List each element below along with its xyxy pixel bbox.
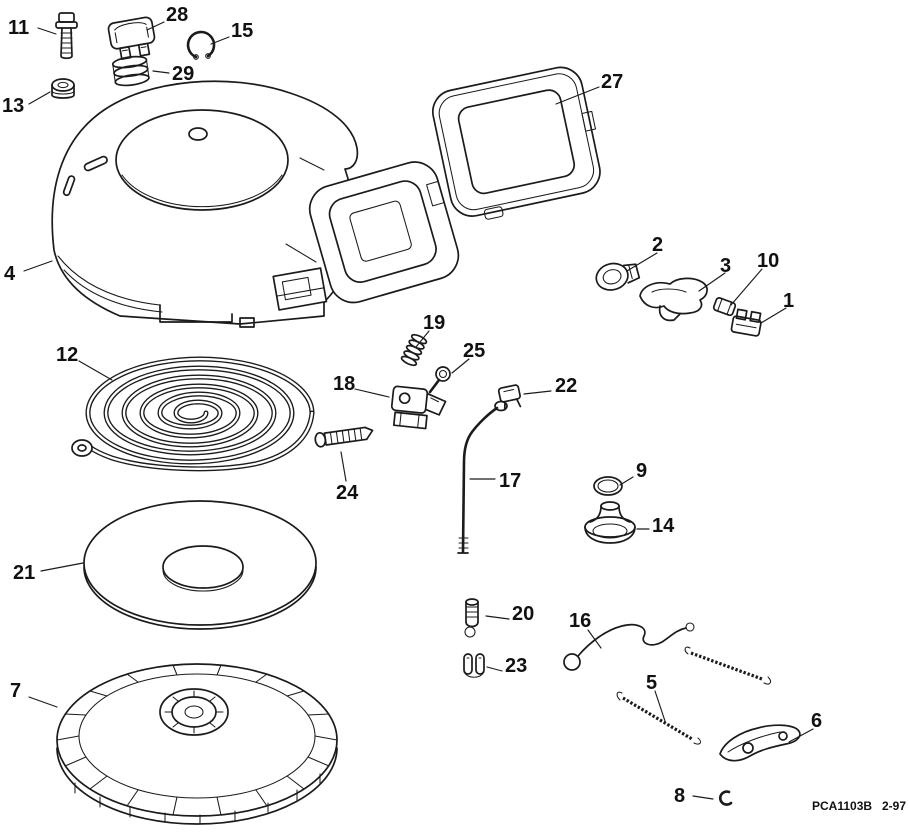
part-21-plate-disc [83,500,317,630]
callout-15: 15 [231,20,253,42]
callout-29: 29 [172,63,194,85]
callout-10: 10 [757,250,779,272]
callout-labels: 11 28 15 29 13 27 4 2 3 10 1 19 12 25 18… [2,4,822,807]
callout-18: 18 [333,373,355,395]
part-22-keeper [497,384,522,411]
leader-line-1 [760,307,787,324]
part-14-grommet [584,501,636,544]
leader-line-12 [78,360,113,381]
leader-line-7 [28,696,58,708]
leader-line-29 [152,70,170,74]
part-20-anchor-pin [464,598,479,638]
leader-line-21 [40,562,84,572]
part-28-link-block [107,16,156,60]
leader-line-20 [485,615,510,620]
part-10-clip [712,297,737,317]
callout-23: 23 [505,655,527,677]
callout-3: 3 [720,255,731,277]
diagram-code: PCA1103B [812,799,872,813]
leader-line-11 [37,27,57,35]
leader-line-6 [788,728,814,743]
part-27-cover-seal [431,66,601,220]
part-17-link-rod [457,400,508,554]
callout-27: 27 [601,71,623,93]
part-7-starter-pulley [56,663,338,825]
part-2-plug [595,262,641,291]
leader-line-2 [626,252,658,272]
part-15-retaining-ring [186,30,216,60]
part-23-clip [463,653,485,678]
callout-14: 14 [652,515,675,537]
callout-5: 5 [646,672,657,694]
leader-line-24 [340,451,347,482]
part-8-c-clip [718,790,733,806]
diagram-date: 2-97 [882,799,906,813]
leader-line-5 [654,690,666,722]
part-5-return-springs [616,646,772,745]
leader-line-8 [692,795,714,800]
part-1-bracket [730,308,762,337]
callout-19: 19 [423,312,445,334]
part-11-screw [55,12,78,60]
callout-16: 16 [569,610,591,632]
callout-13: 13 [2,95,24,117]
leader-line-13 [28,91,51,105]
leader-line-27 [555,86,600,105]
part-25-pin [428,366,451,394]
callout-12: 12 [56,344,78,366]
callout-9: 9 [636,460,647,482]
leader-line-9 [619,476,634,486]
part-16-wire-link [563,622,695,671]
footer: PCA1103B 2-97 [812,799,906,813]
part-18-pawl [390,385,447,430]
leader-lines [23,21,814,800]
callout-20: 20 [512,603,534,625]
leader-line-28 [146,21,165,31]
callout-1: 1 [783,290,794,312]
leader-line-10 [730,268,763,306]
part-24-screw [314,426,374,448]
part-4-starter-housing [51,80,460,328]
callout-4: 4 [4,263,16,285]
callout-11: 11 [8,17,29,39]
part-12-recoil-spring [71,356,315,472]
callout-28: 28 [166,4,188,26]
leader-line-25 [451,358,470,374]
part-13-bushing [51,78,75,99]
leader-line-4 [23,260,53,272]
leader-line-15 [210,36,230,45]
callout-24: 24 [336,482,359,504]
leader-line-23 [486,666,503,672]
callout-21: 21 [13,562,35,584]
part-19-spring [400,333,428,367]
leader-line-18 [354,388,390,398]
callout-6: 6 [811,710,822,732]
leader-line-22 [523,390,552,395]
callout-7: 7 [10,680,21,702]
callout-17: 17 [499,470,521,492]
part-29-washer-stack [111,55,150,87]
callout-8: 8 [674,785,685,807]
callout-2: 2 [652,234,663,256]
leader-line-19 [415,330,430,348]
callout-22: 22 [555,375,577,397]
leader-line-16 [587,629,602,649]
leader-line-3 [698,272,726,292]
part-6-lockout-lever [719,724,801,762]
part-3-latch-handle [639,277,708,322]
callout-25: 25 [463,340,485,362]
part-9-o-ring [593,476,623,496]
